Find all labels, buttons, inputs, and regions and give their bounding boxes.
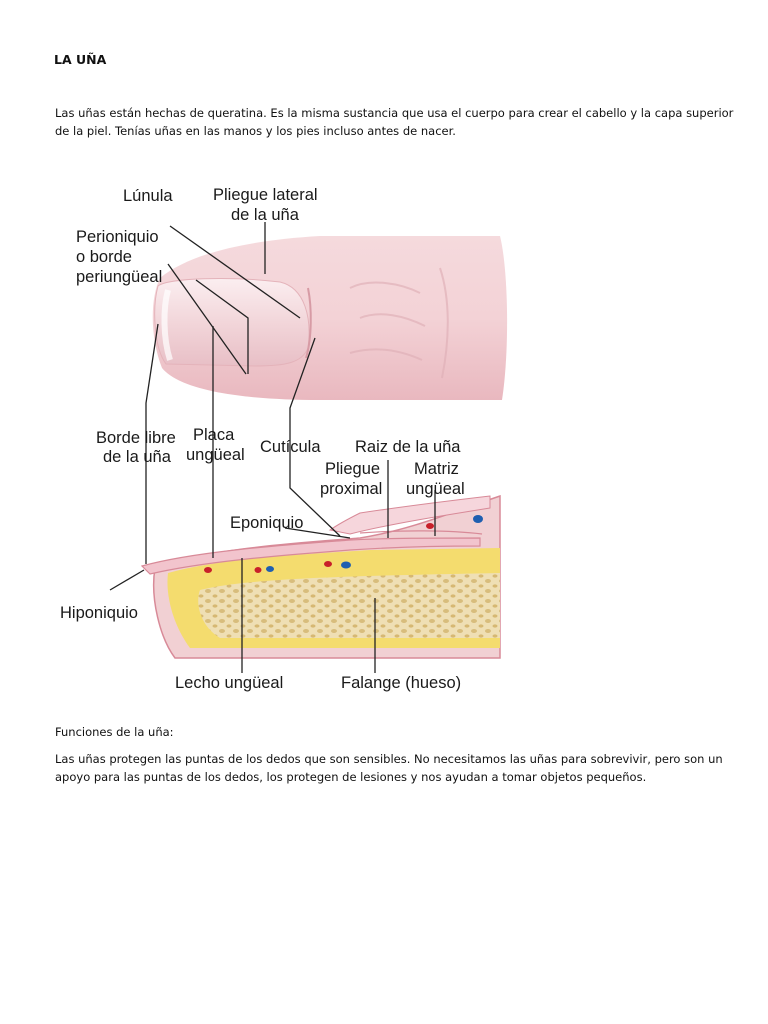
label-pliegue-proximal-1: Pliegue: [325, 460, 380, 478]
label-pliegue-proximal-2: proximal: [320, 480, 382, 498]
label-pliegue-lateral-2: de la uña: [231, 206, 300, 224]
nail-anatomy-figure: Lúnula Pliegue lateral de la uña Perioni…: [50, 178, 520, 700]
label-borde-libre-2: de la uña: [103, 448, 172, 466]
document-title: LA UÑA: [54, 52, 107, 67]
label-matriz-1: Matriz: [414, 460, 459, 478]
functions-paragraph: Las uñas protegen las puntas de los dedo…: [55, 752, 723, 784]
label-perioniquio-3: periungüeal: [76, 268, 162, 286]
label-eponiquio: Eponiquio: [230, 514, 303, 532]
label-lunula: Lúnula: [123, 187, 173, 205]
label-perioniquio-2: o borde: [76, 248, 132, 266]
label-falange: Falange (hueso): [341, 674, 461, 692]
intro-paragraph: Las uñas están hechas de queratina. Es l…: [55, 106, 734, 138]
blood-vessels: [204, 515, 483, 573]
label-placa-2: ungüeal: [186, 446, 245, 464]
functions-heading: Funciones de la uña:: [55, 725, 174, 739]
label-lecho-ungueal: Lecho ungüeal: [175, 674, 283, 692]
leader-lines: [109, 222, 436, 673]
label-pliegue-lateral-1: Pliegue lateral: [213, 186, 318, 204]
label-perioniquio-1: Perioniquio: [76, 228, 159, 246]
label-placa-1: Placa: [193, 426, 235, 444]
label-borde-libre-1: Borde libre: [96, 429, 176, 447]
label-raiz: Raiz de la uña: [355, 438, 461, 456]
label-cuticula: Cutícula: [260, 438, 321, 456]
diagram-labels: Lúnula Pliegue lateral de la uña Perioni…: [60, 186, 465, 692]
label-matriz-2: ungüeal: [406, 480, 465, 498]
label-hiponiquio: Hiponiquio: [60, 604, 138, 622]
nail-anatomy-diagram: Lúnula Pliegue lateral de la uña Perioni…: [60, 186, 508, 692]
nail-cross-section: [140, 494, 501, 659]
